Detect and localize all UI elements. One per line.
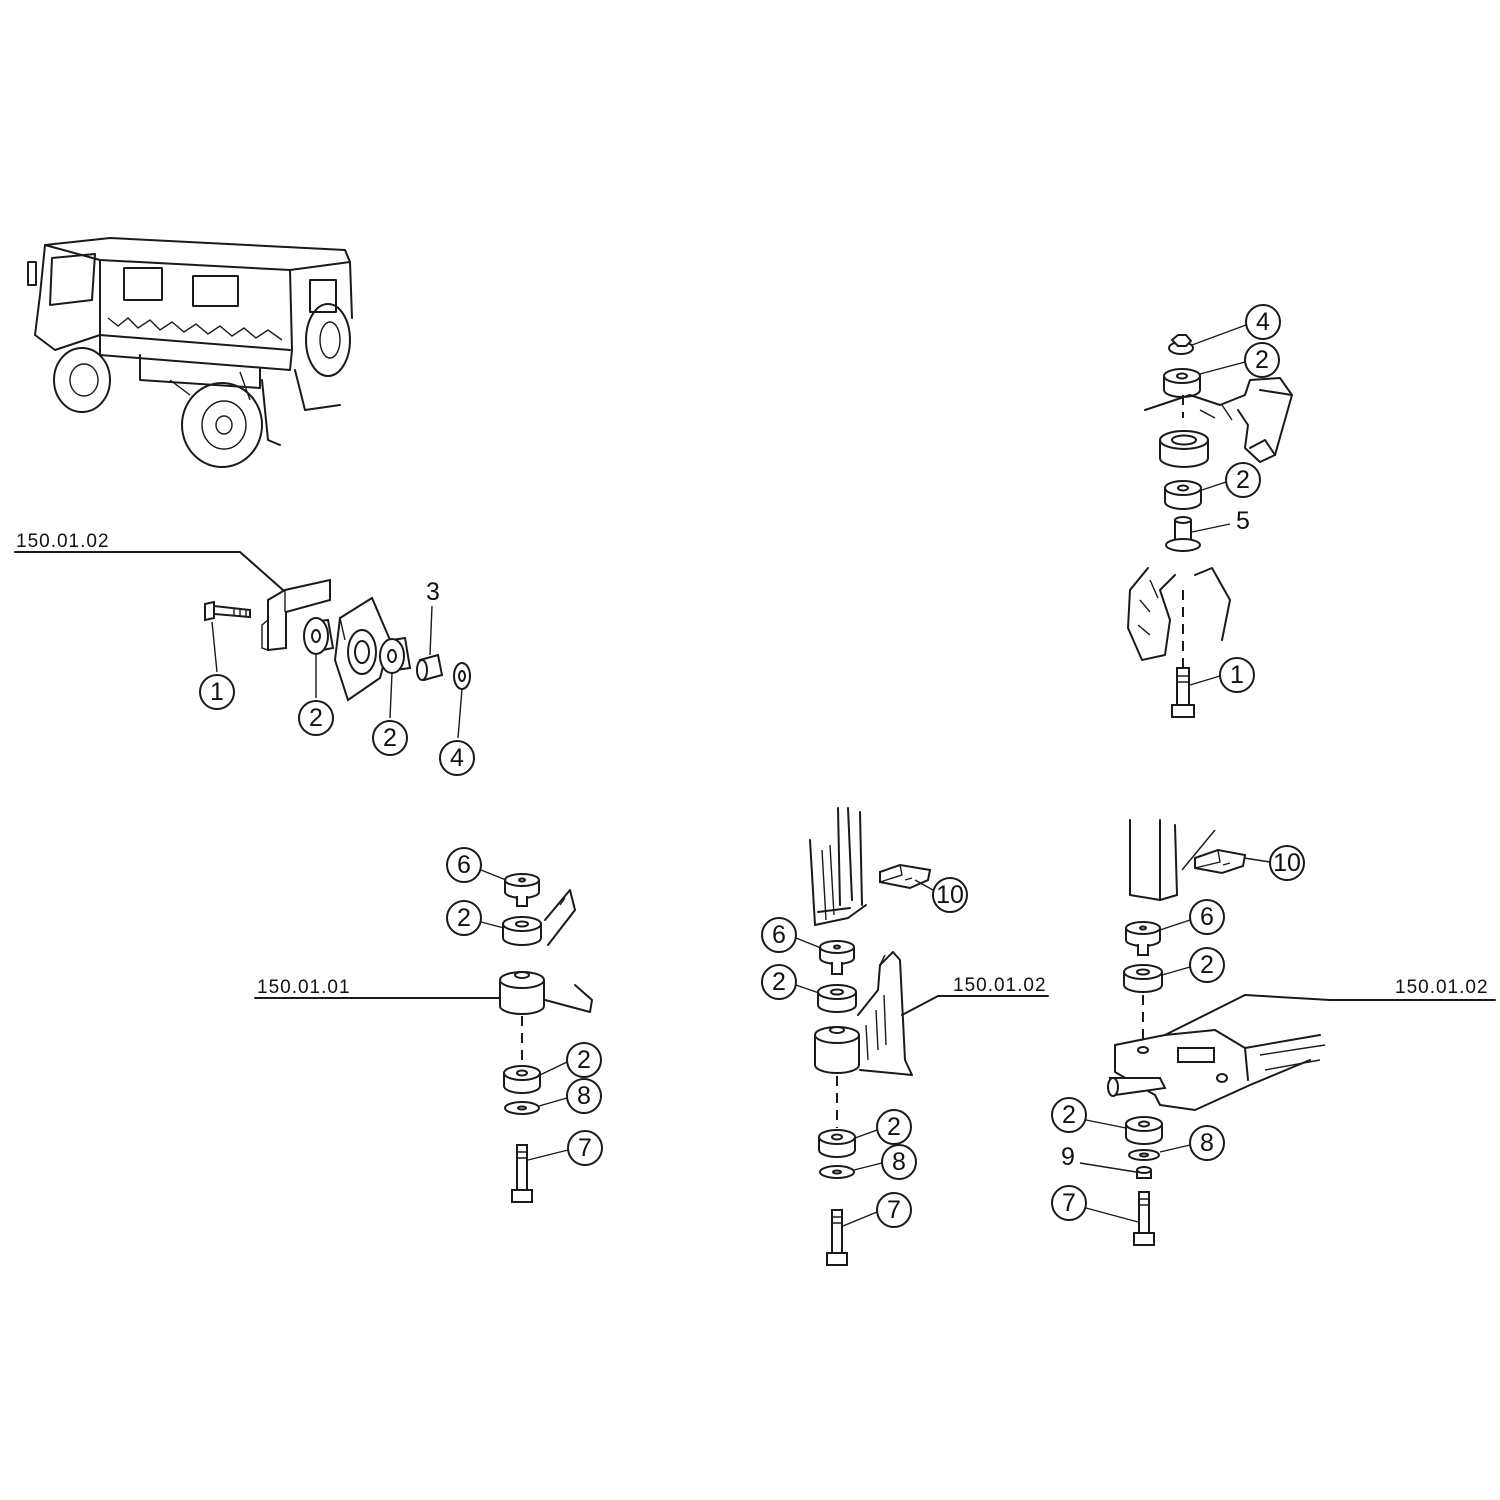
callout-6	[446, 847, 482, 883]
callout-6	[761, 917, 797, 953]
callout-2	[1225, 462, 1261, 498]
callout-7	[876, 1192, 912, 1228]
callout-number: 2	[772, 968, 786, 996]
callout-number: 2	[577, 1046, 591, 1074]
callout-1	[199, 674, 235, 710]
callout-number: 7	[1062, 1189, 1076, 1217]
callout-2	[876, 1109, 912, 1145]
mount-assembly-upper-right: 4 2 2 5 1	[1127, 304, 1293, 718]
mount-assembly-bottom-right: 150.01.02 10 6 2 2 8 9	[1051, 819, 1496, 1246]
callout-number: 2	[1062, 1101, 1076, 1129]
callout-8	[1189, 1125, 1225, 1161]
callout-7	[1051, 1185, 1087, 1221]
ref-label-mount: 150.01.02	[1395, 977, 1489, 998]
callout-2	[1189, 947, 1225, 983]
callout-number: 9	[1061, 1143, 1075, 1171]
callout-number: 4	[1256, 308, 1270, 336]
callout-number: 6	[772, 921, 786, 949]
callout-1	[1219, 657, 1255, 693]
callout-2	[761, 964, 797, 1000]
callout-2	[1051, 1097, 1087, 1133]
vehicle-illustration	[27, 237, 353, 468]
callout-number: 6	[457, 851, 471, 879]
callout-number: 1	[1230, 661, 1244, 689]
ref-label-mount: 150.01.01	[257, 977, 351, 998]
callout-number: 2	[383, 724, 397, 752]
bracket-assembly-left: 150.01.02 1 2 2	[14, 531, 475, 776]
callout-2	[298, 700, 334, 736]
callout-number: 6	[1200, 903, 1214, 931]
callout-7	[567, 1130, 603, 1166]
callout-number: 3	[426, 578, 440, 606]
callout-6	[1189, 899, 1225, 935]
callout-number: 2	[1255, 346, 1269, 374]
callout-number: 8	[892, 1148, 906, 1176]
callout-number: 10	[936, 881, 964, 909]
ref-label-bracket: 150.01.02	[16, 531, 110, 552]
callout-2	[566, 1042, 602, 1078]
callout-number: 5	[1236, 507, 1250, 535]
callout-number: 2	[1236, 466, 1250, 494]
callout-10	[1269, 845, 1305, 881]
callout-10	[932, 877, 968, 913]
mount-assembly-bottom-left: 150.01.01 6 2	[254, 847, 603, 1203]
callout-number: 2	[887, 1113, 901, 1141]
callout-number: 10	[1273, 849, 1301, 877]
callout-number: 8	[1200, 1129, 1214, 1157]
callout-number: 8	[577, 1082, 591, 1110]
callout-4	[439, 740, 475, 776]
callout-number: 4	[450, 744, 464, 772]
callout-4	[1245, 304, 1281, 340]
callout-8	[566, 1078, 602, 1114]
mount-assembly-bottom-middle: 150.01.02 10 6 2 2 8	[761, 807, 1049, 1266]
callout-number: 1	[210, 678, 224, 706]
callout-number: 7	[578, 1134, 592, 1162]
callout-number: 7	[887, 1196, 901, 1224]
callout-8	[881, 1144, 917, 1180]
ref-label-mount: 150.01.02	[953, 975, 1047, 996]
callout-2	[1244, 342, 1280, 378]
callout-number: 2	[1200, 951, 1214, 979]
callout-2	[372, 720, 408, 756]
callout-number: 2	[309, 704, 323, 732]
callout-2	[446, 900, 482, 936]
callout-number: 2	[457, 904, 471, 932]
